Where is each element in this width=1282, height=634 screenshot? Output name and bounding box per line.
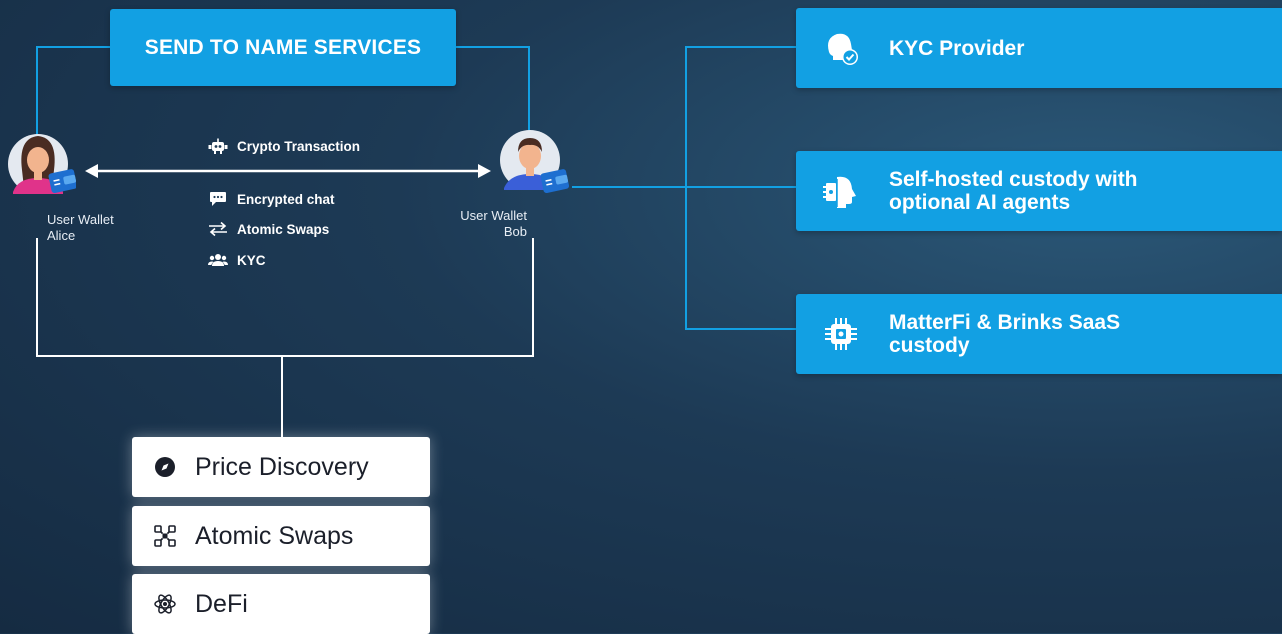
bob-avatar [500, 128, 570, 194]
bob-label: User Wallet Bob [440, 208, 527, 240]
price-discovery-label: Price Discovery [195, 452, 369, 481]
alice-avatar [8, 130, 78, 194]
users-icon [208, 252, 228, 268]
kyc-provider-label: KYC Provider [889, 36, 1025, 60]
atomic-swaps-box: Atomic Swaps [132, 506, 430, 566]
feature-atomic-swaps: Atomic Swaps [208, 221, 329, 237]
crypto-transaction: Crypto Transaction [208, 138, 360, 154]
feature-kyc: KYC [208, 252, 266, 268]
alice-label-line1: User Wallet [47, 212, 114, 227]
defi-label: DeFi [195, 589, 248, 618]
matterfi-brinks-label: MatterFi & Brinks SaaS custody [889, 311, 1120, 357]
feature-encrypted-chat: Encrypted chat [208, 191, 335, 207]
title-label: SEND TO NAME SERVICES [144, 35, 422, 59]
self-hosted-label-line2: optional AI agents [889, 191, 1071, 214]
connector-provider-bus [685, 46, 796, 330]
swap-arrows-icon [208, 221, 228, 237]
compass-icon [154, 456, 176, 478]
kyc-provider-box: KYC Provider [796, 8, 1282, 88]
alice-avatar-icon [8, 134, 78, 194]
price-discovery-box: Price Discovery [132, 437, 430, 497]
connector-title-bob [456, 46, 530, 132]
chat-icon [208, 191, 228, 207]
double-arrow [85, 164, 491, 178]
bob-avatar-icon [500, 130, 570, 194]
network-icon [154, 525, 176, 547]
ai-head-icon [821, 171, 861, 211]
self-hosted-custody-label: Self-hosted custody with optional AI age… [889, 168, 1138, 214]
bob-label-line2: Bob [503, 224, 527, 239]
bob-label-line1: User Wallet [460, 208, 527, 223]
verified-user-icon [821, 28, 861, 68]
matterfi-label-line1: MatterFi & Brinks SaaS [889, 311, 1121, 334]
self-hosted-label-line1: Self-hosted custody with [889, 168, 1138, 191]
matterfi-label-line2: custody [889, 334, 970, 357]
feature-label: Encrypted chat [237, 191, 335, 207]
self-hosted-custody-box: Self-hosted custody with optional AI age… [796, 151, 1282, 231]
feature-label: Atomic Swaps [237, 221, 330, 237]
send-to-name-services-box: SEND TO NAME SERVICES [110, 9, 456, 86]
atomic-swaps-label: Atomic Swaps [195, 521, 354, 550]
matterfi-brinks-custody-box: MatterFi & Brinks SaaS custody [796, 294, 1282, 374]
alice-label-line2: Alice [47, 228, 76, 243]
chip-icon [821, 314, 861, 354]
robot-icon [208, 138, 228, 154]
crypto-transaction-label: Crypto Transaction [237, 138, 361, 154]
defi-box: DeFi [132, 574, 430, 634]
connector-bottom-bracket [36, 238, 534, 357]
feature-label: KYC [237, 252, 266, 268]
atom-icon [154, 593, 176, 615]
connector-title-alice [36, 46, 110, 140]
alice-label: User Wallet Alice [47, 212, 114, 244]
